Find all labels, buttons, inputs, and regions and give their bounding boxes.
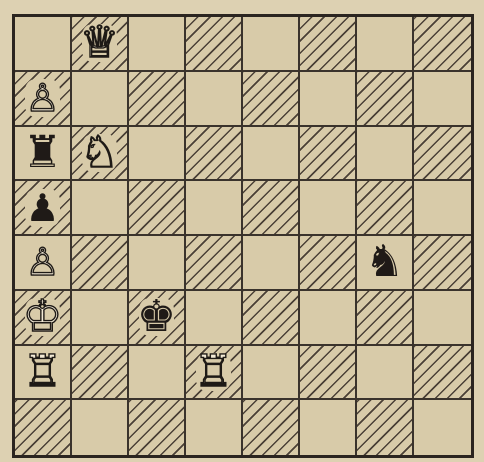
square-g7[interactable] bbox=[357, 72, 414, 127]
square-d5[interactable] bbox=[186, 181, 243, 236]
white-knight-icon[interactable]: ♘ bbox=[80, 131, 119, 175]
square-b1[interactable] bbox=[72, 400, 129, 455]
square-h7[interactable] bbox=[414, 72, 471, 127]
square-d4[interactable] bbox=[186, 236, 243, 291]
square-g6[interactable] bbox=[357, 127, 414, 182]
square-a4[interactable]: ♙ bbox=[15, 236, 72, 291]
square-b7[interactable] bbox=[72, 72, 129, 127]
square-f4[interactable] bbox=[300, 236, 357, 291]
square-f2[interactable] bbox=[300, 346, 357, 401]
square-d3[interactable] bbox=[186, 291, 243, 346]
square-g1[interactable] bbox=[357, 400, 414, 455]
square-c6[interactable] bbox=[129, 127, 186, 182]
chess-board: ♕ ♙ ♜ ♘ ♟ ♙ ♞ ♔ ♚ ♖ ♖ bbox=[12, 14, 474, 458]
square-e2[interactable] bbox=[243, 346, 300, 401]
square-c3[interactable]: ♚ bbox=[129, 291, 186, 346]
square-e3[interactable] bbox=[243, 291, 300, 346]
square-e5[interactable] bbox=[243, 181, 300, 236]
white-pawn-icon[interactable]: ♙ bbox=[25, 79, 59, 117]
square-h3[interactable] bbox=[414, 291, 471, 346]
square-h5[interactable] bbox=[414, 181, 471, 236]
square-f8[interactable] bbox=[300, 17, 357, 72]
square-f1[interactable] bbox=[300, 400, 357, 455]
black-pawn-icon[interactable]: ♟ bbox=[25, 189, 59, 227]
square-d1[interactable] bbox=[186, 400, 243, 455]
square-d8[interactable] bbox=[186, 17, 243, 72]
square-a1[interactable] bbox=[15, 400, 72, 455]
square-f3[interactable] bbox=[300, 291, 357, 346]
white-rook-icon[interactable]: ♖ bbox=[194, 350, 233, 394]
square-a7[interactable]: ♙ bbox=[15, 72, 72, 127]
square-d7[interactable] bbox=[186, 72, 243, 127]
square-e6[interactable] bbox=[243, 127, 300, 182]
black-knight-icon[interactable]: ♞ bbox=[365, 240, 404, 284]
square-c4[interactable] bbox=[129, 236, 186, 291]
square-h1[interactable] bbox=[414, 400, 471, 455]
square-c5[interactable] bbox=[129, 181, 186, 236]
square-b8[interactable]: ♕ bbox=[72, 17, 129, 72]
square-h8[interactable] bbox=[414, 17, 471, 72]
square-f5[interactable] bbox=[300, 181, 357, 236]
square-d2[interactable]: ♖ bbox=[186, 346, 243, 401]
black-king-icon[interactable]: ♚ bbox=[137, 295, 176, 339]
square-a6[interactable]: ♜ bbox=[15, 127, 72, 182]
square-g2[interactable] bbox=[357, 346, 414, 401]
square-e8[interactable] bbox=[243, 17, 300, 72]
square-h2[interactable] bbox=[414, 346, 471, 401]
square-g4[interactable]: ♞ bbox=[357, 236, 414, 291]
square-a5[interactable]: ♟ bbox=[15, 181, 72, 236]
square-b5[interactable] bbox=[72, 181, 129, 236]
square-f6[interactable] bbox=[300, 127, 357, 182]
square-e4[interactable] bbox=[243, 236, 300, 291]
square-a3[interactable]: ♔ bbox=[15, 291, 72, 346]
square-a2[interactable]: ♖ bbox=[15, 346, 72, 401]
black-rook-icon[interactable]: ♜ bbox=[23, 131, 62, 175]
square-g5[interactable] bbox=[357, 181, 414, 236]
white-pawn-icon[interactable]: ♙ bbox=[25, 243, 59, 281]
white-king-icon[interactable]: ♔ bbox=[23, 295, 62, 339]
square-e7[interactable] bbox=[243, 72, 300, 127]
square-c2[interactable] bbox=[129, 346, 186, 401]
square-h6[interactable] bbox=[414, 127, 471, 182]
square-f7[interactable] bbox=[300, 72, 357, 127]
square-b3[interactable] bbox=[72, 291, 129, 346]
white-queen-icon[interactable]: ♕ bbox=[80, 21, 119, 65]
white-rook-icon[interactable]: ♖ bbox=[23, 350, 62, 394]
square-g3[interactable] bbox=[357, 291, 414, 346]
square-c1[interactable] bbox=[129, 400, 186, 455]
square-e1[interactable] bbox=[243, 400, 300, 455]
square-d6[interactable] bbox=[186, 127, 243, 182]
square-b6[interactable]: ♘ bbox=[72, 127, 129, 182]
square-b4[interactable] bbox=[72, 236, 129, 291]
square-c8[interactable] bbox=[129, 17, 186, 72]
square-h4[interactable] bbox=[414, 236, 471, 291]
square-g8[interactable] bbox=[357, 17, 414, 72]
square-a8[interactable] bbox=[15, 17, 72, 72]
square-b2[interactable] bbox=[72, 346, 129, 401]
square-c7[interactable] bbox=[129, 72, 186, 127]
